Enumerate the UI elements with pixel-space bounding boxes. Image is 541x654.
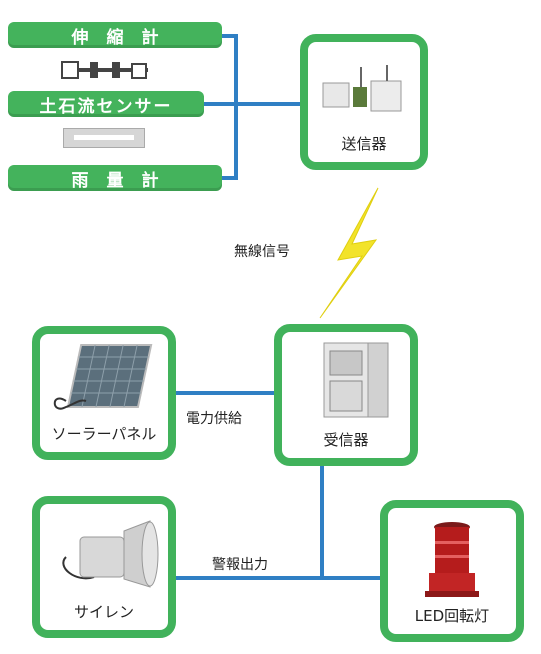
rain-gauge-icon bbox=[63, 128, 145, 148]
rain-gauge-label: 雨量計 bbox=[71, 170, 177, 191]
transmitter-box: 送信器 bbox=[300, 34, 428, 170]
transmitter-device-icon bbox=[322, 65, 402, 112]
extensometer-label: 伸縮計 bbox=[71, 27, 177, 48]
debris-sensor-bar: 土石流センサー bbox=[8, 91, 204, 117]
rain-gauge-bar: 雨量計 bbox=[8, 165, 222, 191]
extensometer-bar: 伸縮計 bbox=[8, 22, 222, 48]
receiver-label: 受信器 bbox=[323, 431, 369, 449]
siren-box: サイレン bbox=[32, 496, 176, 638]
led-beacon-icon bbox=[425, 522, 479, 597]
solar-panel-icon bbox=[53, 344, 153, 410]
wireless-label: 無線信号 bbox=[234, 244, 290, 260]
alarm-output-label: 警報出力 bbox=[212, 557, 268, 573]
solar-panel-label: ソーラーパネル bbox=[51, 425, 157, 443]
power-supply-label: 電力供給 bbox=[186, 411, 242, 427]
led-beacon-label: LED回転灯 bbox=[414, 607, 490, 625]
transmitter-label: 送信器 bbox=[341, 135, 387, 153]
wireless-lightning-icon bbox=[319, 187, 379, 319]
siren-label: サイレン bbox=[73, 603, 134, 621]
receiver-box: 受信器 bbox=[274, 324, 418, 466]
debris-sensor-label: 土石流センサー bbox=[39, 96, 173, 117]
led-beacon-box: LED回転灯 bbox=[380, 500, 524, 642]
siren-icon bbox=[62, 520, 159, 588]
extensometer-icon bbox=[61, 61, 148, 79]
receiver-cabinet-icon bbox=[323, 342, 389, 418]
solar-panel-box: ソーラーパネル bbox=[32, 326, 176, 460]
